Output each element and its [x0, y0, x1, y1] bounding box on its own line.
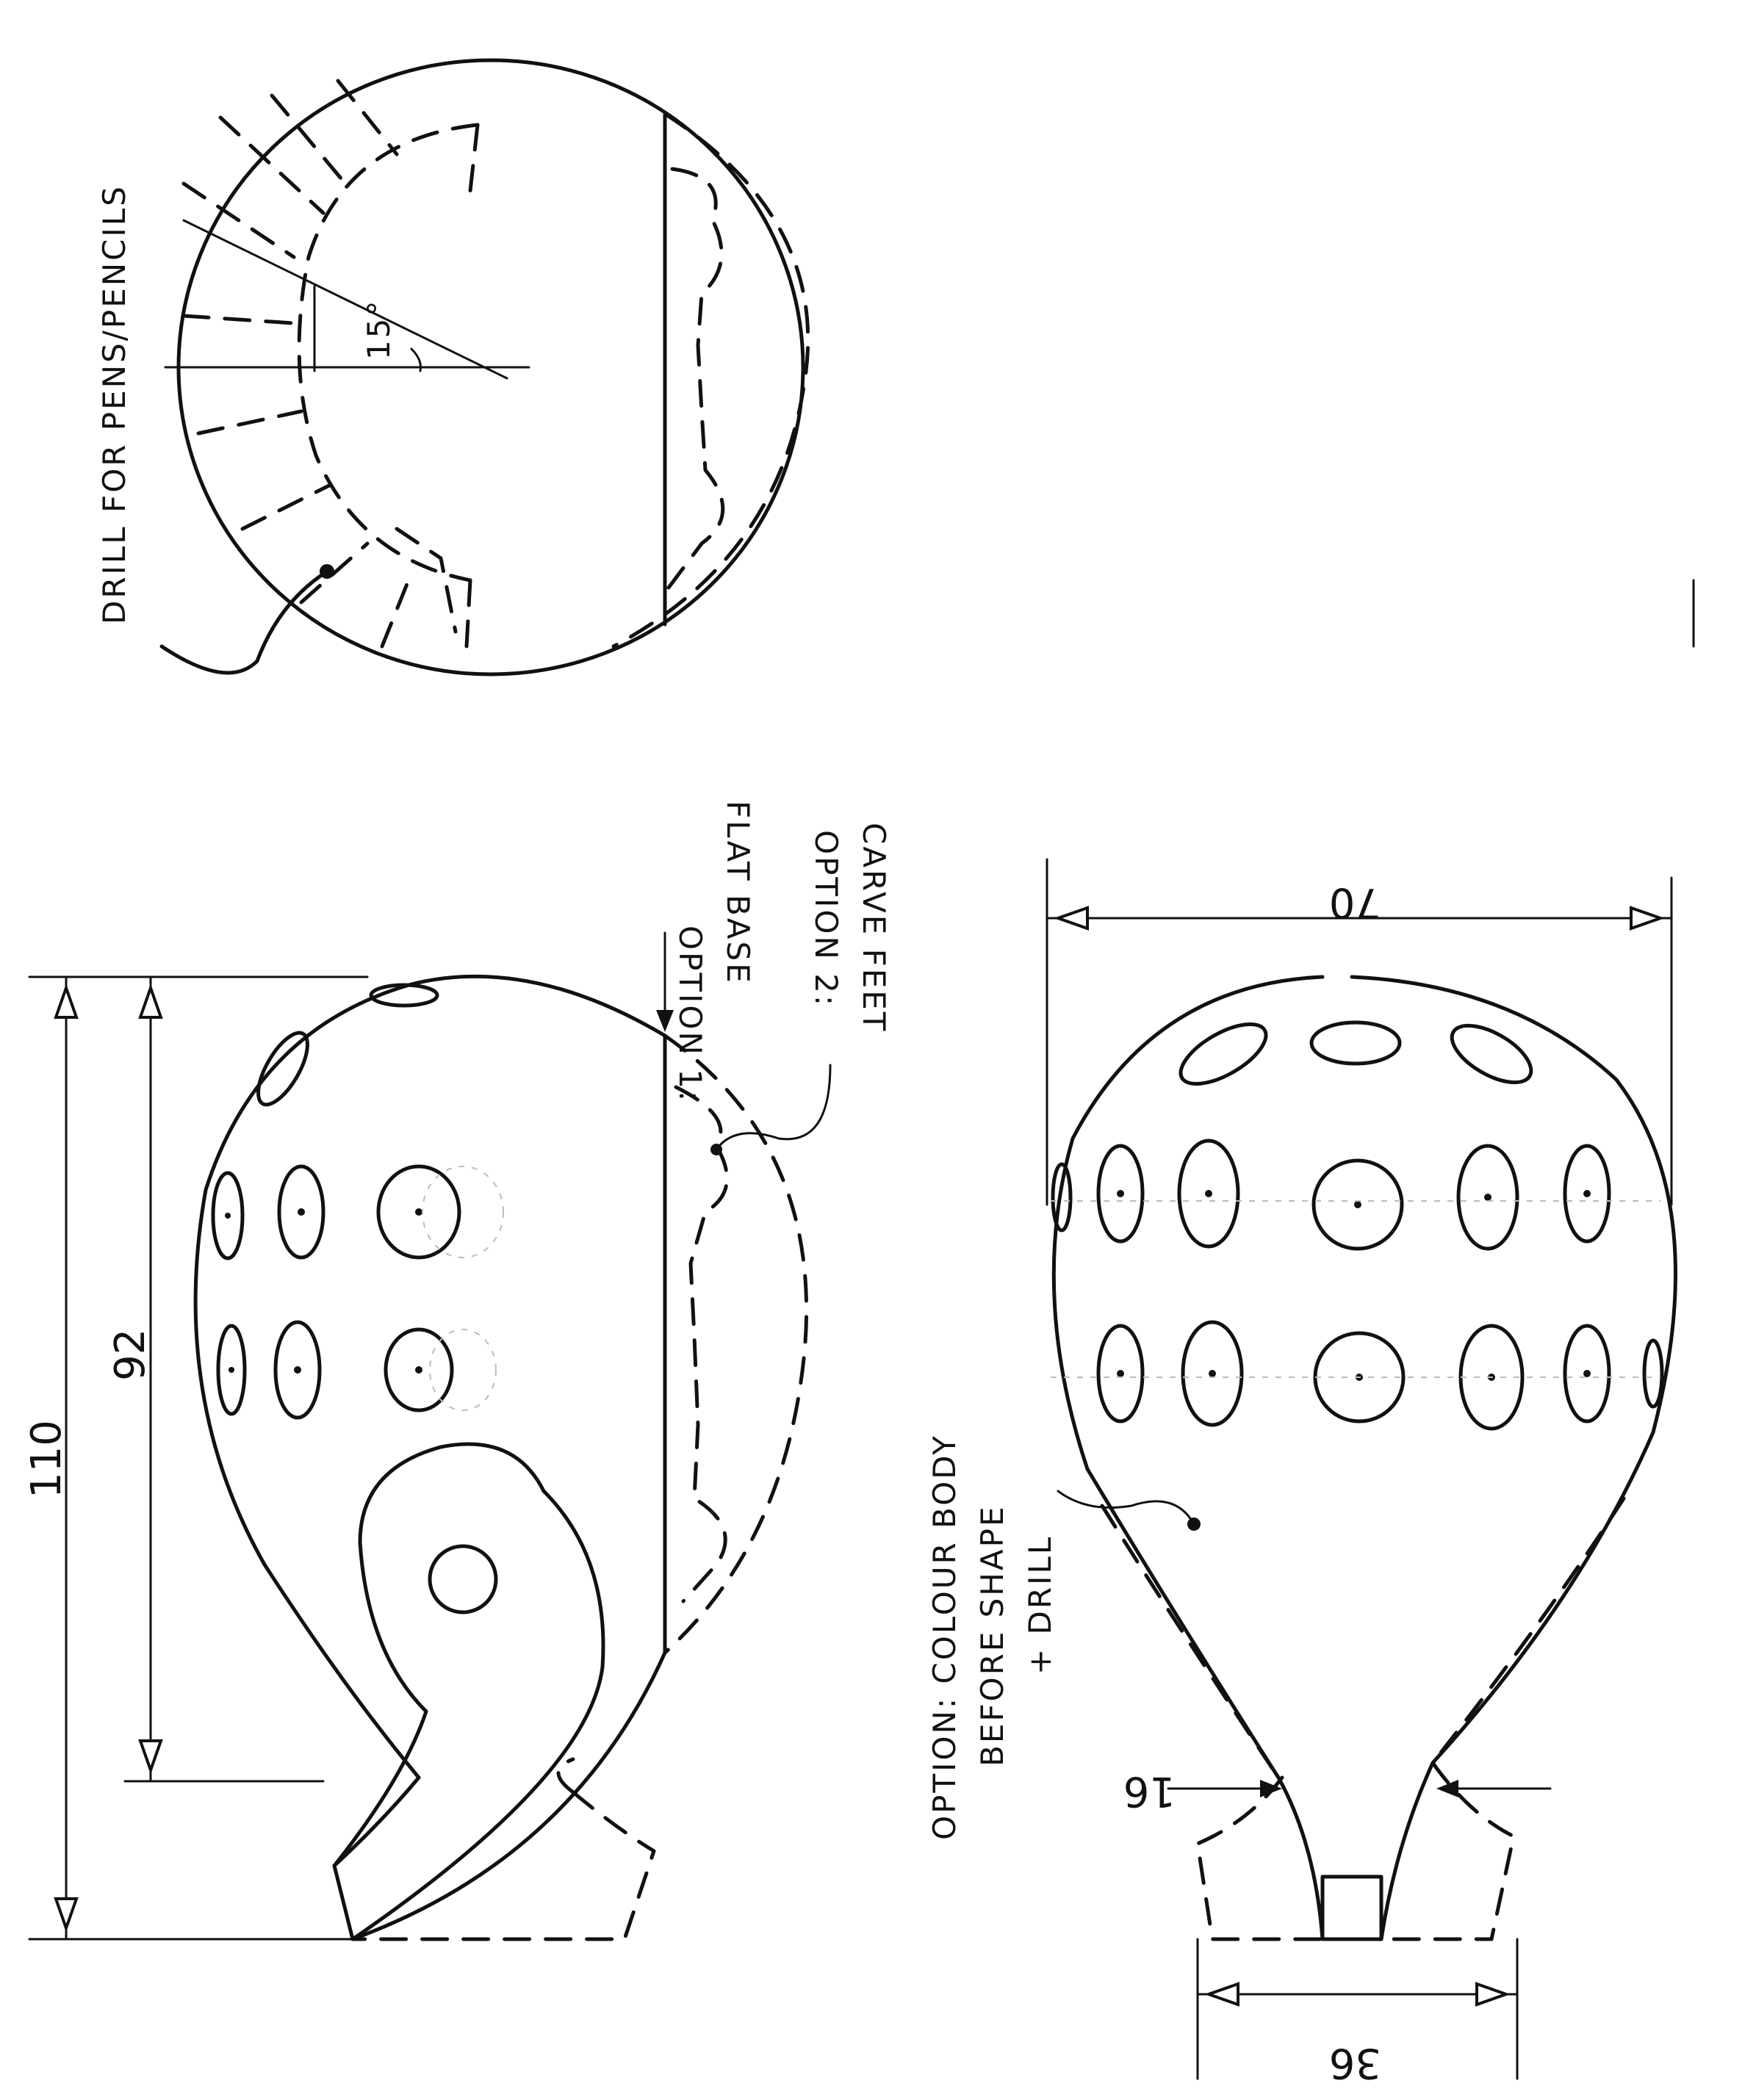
angle-label: 15° [361, 299, 397, 360]
side-view: 110 92 OPTION [23, 801, 892, 1941]
dim-110: 110 [23, 1420, 71, 1498]
option2-label: OPTION 2: [808, 830, 844, 1008]
side-holes [211, 983, 504, 1420]
drill-note: DRILL FOR PENS/PENCILS [96, 184, 132, 624]
option2-desc: CARVE FEET [856, 823, 892, 1033]
colour-note-1: OPTION: COLOUR BODY [926, 1434, 962, 1840]
dim-92: 92 [107, 1329, 154, 1381]
colour-note-3: + DRILL [1022, 1535, 1058, 1675]
top-view: 15° DRILL FOR PENS/PENCILS [96, 58, 810, 676]
front-view: 70 16 36 [926, 858, 1677, 2087]
front-holes [1051, 1020, 1664, 1431]
option1-label: OPTION 1: [672, 925, 708, 1103]
dim-70: 70 [1329, 878, 1381, 926]
dim-16: 16 [1123, 1767, 1176, 1815]
drill-radials [181, 79, 458, 649]
option1-desc: FLAT BASE [720, 801, 756, 985]
dim-36: 36 [1329, 2039, 1381, 2087]
colour-note-2: BEFORE SHAPE [974, 1505, 1010, 1767]
